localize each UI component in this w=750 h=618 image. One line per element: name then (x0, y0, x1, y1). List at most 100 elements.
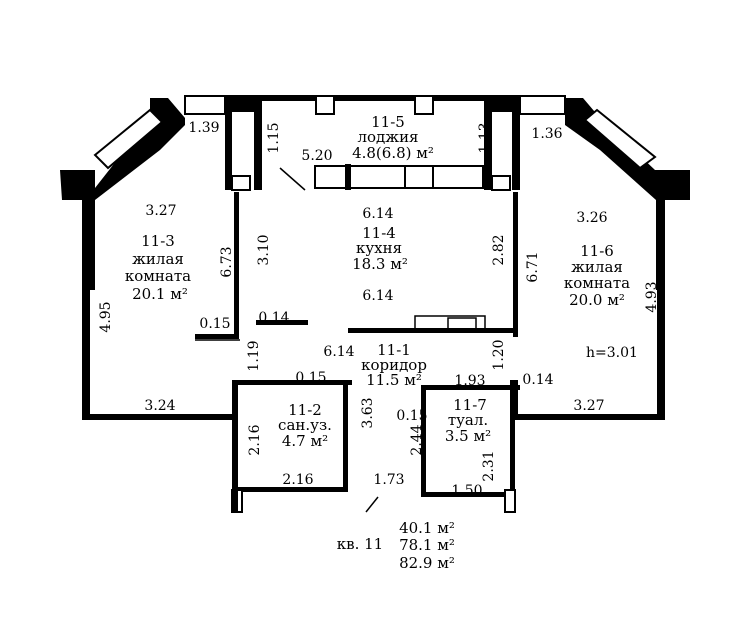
room-name-2: комната (564, 274, 630, 292)
dim-2-44: 2.44 (409, 424, 425, 455)
room-area: 18.3 м² (352, 255, 408, 273)
dim-0-14-right: 0.14 (522, 372, 553, 388)
entry-left-stub (232, 490, 238, 512)
room-area: 11.5 м² (366, 371, 422, 389)
room-id: 11-6 (580, 242, 614, 260)
area-summary: кв. 11 40.1 м² 78.1 м² 82.9 м² (337, 519, 455, 572)
dim-6-14-low: 6.14 (323, 344, 354, 360)
toilet-top-wall (425, 385, 520, 390)
room-name: туал. (448, 411, 488, 429)
room-name-1: жилая (571, 258, 623, 276)
arrow-line (279, 167, 306, 191)
living-area: 40.1 м² (399, 519, 455, 537)
bath-bottom-wall (232, 487, 348, 492)
dim-2-82: 2.82 (491, 234, 507, 265)
left-pier-box (231, 175, 251, 191)
loggia-window (314, 165, 484, 189)
dim-0-15-toilet: 0.15 (396, 408, 427, 424)
bath-right-wall (343, 385, 348, 490)
dim-3-27-top: 3.27 (145, 203, 176, 219)
loggia-top-wall (262, 95, 484, 101)
bath-top-wall (232, 380, 352, 385)
dim-1-50: 1.50 (451, 483, 482, 499)
left-outer-wall (82, 200, 90, 420)
dim-1-39: 1.39 (188, 120, 219, 136)
dim-1-15: 1.15 (266, 122, 282, 153)
room-11-3: 11-3 жилая комната 20.1 м² (125, 232, 191, 303)
total-area: 78.1 м² (399, 536, 455, 554)
right-window-top (519, 95, 566, 115)
dim-1-19: 1.19 (246, 340, 262, 371)
dimension-labels: 1.39 1.15 5.20 1.13 1.36 3.27 6.14 3.26 … (98, 120, 660, 499)
walls (60, 95, 690, 513)
toilet-left-wall (421, 385, 426, 495)
kitchen-left-stub (195, 334, 239, 339)
room-11-7: 11-7 туал. 3.5 м² (445, 396, 491, 445)
room-name-1: жилая (132, 250, 184, 268)
ceiling-height: h=3.01 (586, 345, 638, 361)
toilet-right-wall (510, 385, 515, 495)
toilet-right-ext (510, 380, 518, 420)
dim-4-93: 4.93 (644, 281, 660, 312)
total-area-with-loggia: 82.9 м² (399, 554, 455, 572)
room-area: 20.0 м² (569, 291, 625, 309)
room-name-2: комната (125, 267, 191, 285)
dim-0-14-left: 0.14 (258, 310, 289, 326)
dim-3-63: 3.63 (360, 397, 376, 428)
room-id: 11-7 (453, 396, 487, 414)
apartment-number: кв. 11 (337, 535, 383, 553)
toilet-bottom-wall (421, 492, 515, 497)
loggia-post-1 (315, 95, 335, 115)
room-name: кухня (356, 239, 402, 257)
dim-1-36: 1.36 (531, 126, 562, 142)
dim-3-27-right: 3.27 (573, 398, 604, 414)
dim-1-73: 1.73 (373, 472, 404, 488)
dim-0-15-left: 0.15 (199, 316, 230, 332)
right-bay-inner (583, 108, 657, 170)
dim-6-14-top: 6.14 (362, 206, 393, 222)
right-outer-wall (657, 200, 665, 420)
room-name: сан.уз. (278, 416, 332, 434)
left-bay-inner (93, 108, 164, 170)
kitchen-bottom-left (256, 320, 308, 325)
entry-line (365, 496, 379, 513)
dim-1-20: 1.20 (491, 339, 507, 370)
room-area: 4.7 м² (282, 432, 328, 450)
kitchen-counter (414, 315, 486, 333)
loggia-post-2 (414, 95, 434, 115)
dim-6-73: 6.73 (219, 246, 235, 277)
dim-3-26: 3.26 (576, 210, 607, 226)
kitchen-sink (447, 317, 477, 331)
room-id: 11-1 (377, 341, 411, 359)
kitchen-bottom-right (348, 328, 518, 333)
dim-3-24: 3.24 (144, 398, 175, 414)
room-id: 11-2 (288, 401, 322, 419)
dim-3-10: 3.10 (256, 234, 272, 265)
room-11-4: 11-4 кухня 18.3 м² (352, 224, 408, 273)
left-window-top (184, 95, 226, 115)
room-id: 11-4 (362, 224, 396, 242)
room-id: 11-5 (371, 113, 405, 131)
room-11-5: 11-5 лоджия 4.8(6.8) м² (352, 113, 434, 162)
room-11-6: 11-6 жилая комната 20.0 м² (564, 242, 630, 309)
left-pier (225, 95, 262, 190)
room-area: 4.8(6.8) м² (352, 144, 434, 162)
dim-1-13: 1.13 (477, 122, 493, 153)
dim-2-16-vertical: 2.16 (247, 424, 263, 455)
dim-4-95: 4.95 (98, 301, 114, 332)
room-id: 11-3 (141, 232, 175, 250)
dim-0-15-bath: 0.15 (295, 370, 326, 386)
bottom-right-wall (515, 414, 665, 420)
bottom-left-wall (82, 414, 232, 420)
dim-1-93: 1.93 (454, 373, 485, 389)
dim-2-31: 2.31 (481, 450, 497, 481)
room-area: 3.5 м² (445, 427, 491, 445)
dim-2-16-horizontal: 2.16 (282, 472, 313, 488)
dim-5-20: 5.20 (301, 148, 332, 164)
room-11-2: 11-2 сан.уз. 4.7 м² (278, 401, 332, 450)
room-name: коридор (361, 356, 427, 374)
right-pier (484, 95, 520, 190)
kitchen-right-wall (513, 192, 518, 337)
room-area: 20.1 м² (132, 285, 188, 303)
